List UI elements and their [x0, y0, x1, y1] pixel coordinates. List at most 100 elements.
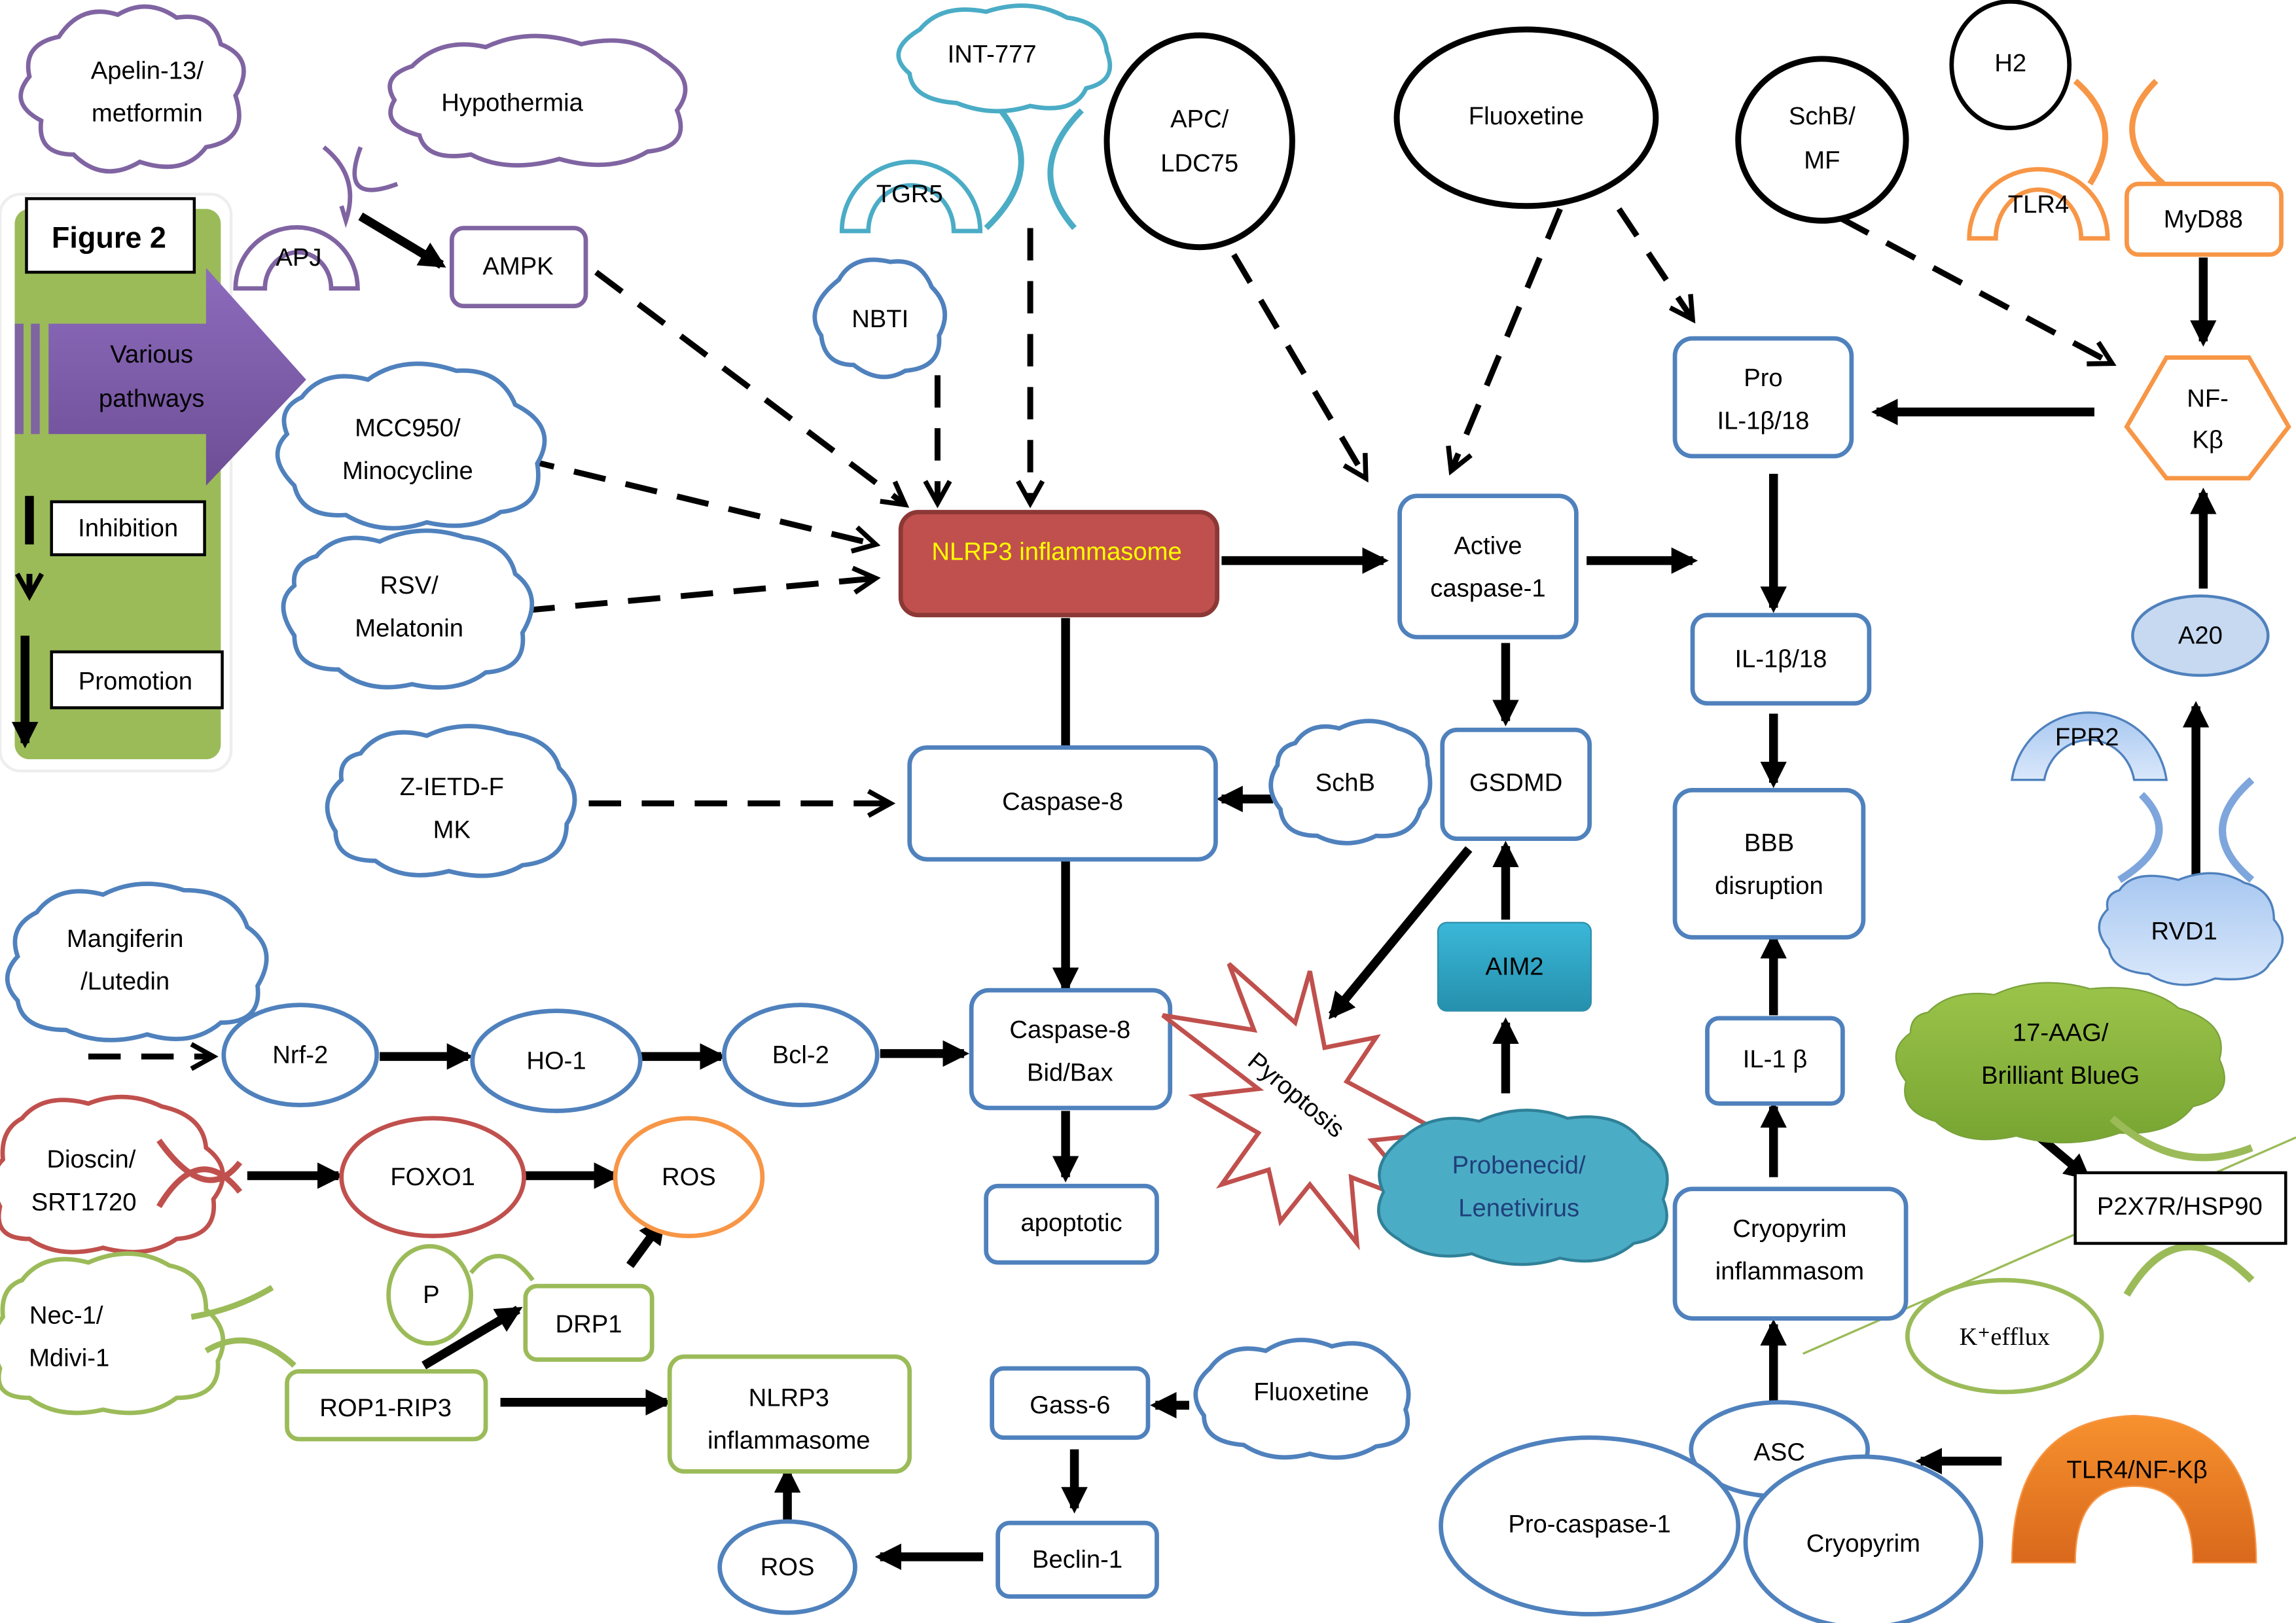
- node-apc: APC/ LDC75: [1103, 32, 1295, 251]
- svg-text:Cryopyrim: Cryopyrim: [1806, 1529, 1920, 1558]
- node-pro-il1b18: Pro IL-1β/18: [1672, 336, 1854, 459]
- svg-text:IL-1β/18: IL-1β/18: [1717, 406, 1809, 435]
- node-kefflux: K⁺efflux: [1905, 1277, 2104, 1395]
- svg-text:Pro: Pro: [1744, 364, 1782, 392]
- svg-text:MyD88: MyD88: [2164, 205, 2243, 233]
- svg-text:TLR4/NF-Kβ: TLR4/NF-Kβ: [2067, 1456, 2208, 1484]
- svg-text:SchB/: SchB/: [1789, 102, 1856, 130]
- node-apoptotic: apoptotic: [984, 1183, 1159, 1265]
- node-nfkb: NF- Kβ: [2124, 355, 2291, 481]
- svg-text:apoptotic: apoptotic: [1020, 1209, 1122, 1237]
- svg-text:caspase-1: caspase-1: [1430, 575, 1545, 603]
- legend-pathways-line2: pathways: [99, 385, 204, 413]
- edge-rop1-drp1: [422, 1306, 523, 1370]
- svg-text:SRT1720: SRT1720: [31, 1188, 137, 1216]
- curved-arrow-int777: [984, 108, 1084, 230]
- node-gsdmd: GSDMD: [1440, 727, 1592, 841]
- figure-title-box: [25, 197, 196, 274]
- node-myd88: MyD88: [2125, 181, 2284, 257]
- node-pro-caspase-1: Pro-caspase-1: [1439, 1435, 1741, 1616]
- svg-text:NBTI: NBTI: [852, 305, 908, 333]
- node-bbb: BBB disruption: [1672, 788, 1866, 940]
- svg-text:GSDMD: GSDMD: [1469, 768, 1562, 796]
- svg-text:/Lutedin: /Lutedin: [81, 967, 170, 995]
- svg-text:NLRP3: NLRP3: [749, 1383, 829, 1412]
- svg-text:IL-1 β: IL-1 β: [1743, 1045, 1807, 1073]
- node-int777: INT-777: [896, 3, 1113, 114]
- svg-text:Brilliant BlueG: Brilliant BlueG: [1981, 1061, 2140, 1090]
- node-nec1: Nec-1/ Mdivi-1: [0, 1251, 226, 1416]
- svg-text:IL-1β/18: IL-1β/18: [1734, 645, 1827, 673]
- node-ros-orange: ROS: [613, 1116, 765, 1239]
- node-ampk: AMPK: [449, 226, 588, 309]
- svg-text:Pro-caspase-1: Pro-caspase-1: [1508, 1510, 1671, 1539]
- svg-text:ROP1-RIP3: ROP1-RIP3: [319, 1394, 452, 1422]
- node-caspase-8: Caspase-8: [907, 745, 1218, 862]
- svg-text:Fluoxetine: Fluoxetine: [1253, 1378, 1369, 1406]
- node-beclin1: Beclin-1: [996, 1520, 1159, 1599]
- svg-text:DRP1: DRP1: [556, 1310, 622, 1338]
- edge-apc-casp1: [1204, 207, 1366, 478]
- legend-pathways-line1: Various: [110, 340, 193, 368]
- svg-text:P: P: [423, 1281, 440, 1309]
- node-schb: SchB: [1268, 719, 1433, 846]
- svg-text:NF-: NF-: [2187, 385, 2229, 413]
- node-fluoxetine-bottom: Fluoxetine: [1193, 1338, 1411, 1460]
- svg-text:BBB: BBB: [1744, 829, 1794, 857]
- node-nlrp3-inflammasome: NLRP3 inflammasome: [898, 510, 1220, 618]
- svg-text:RSV/: RSV/: [380, 571, 439, 599]
- node-p: P: [386, 1244, 473, 1346]
- legend-panel: Figure 2 Various pathways Inhibition Pro…: [0, 192, 306, 773]
- svg-text:APJ: APJ: [276, 243, 321, 272]
- svg-text:NLRP3 inflammasome: NLRP3 inflammasome: [931, 537, 1181, 565]
- svg-text:K⁺efflux: K⁺efflux: [1960, 1323, 2050, 1351]
- svg-text:ROS: ROS: [761, 1553, 815, 1581]
- svg-text:MF: MF: [1804, 146, 1840, 174]
- svg-text:AIM2: AIM2: [1485, 953, 1543, 981]
- svg-text:Lenetivirus: Lenetivirus: [1458, 1194, 1579, 1222]
- node-dioscin: Dioscin/ SRT1720: [0, 1094, 225, 1255]
- svg-text:SchB: SchB: [1316, 768, 1375, 796]
- svg-text:Hypothermia: Hypothermia: [441, 89, 583, 117]
- node-mcc950: MCC950/ Minocycline: [275, 361, 547, 531]
- curved-arrow-apelin-apj: [322, 145, 399, 228]
- node-gass6: Gass-6: [990, 1366, 1151, 1440]
- svg-text:APC/: APC/: [1170, 105, 1229, 133]
- curved-arrow-nec1: [190, 1285, 296, 1368]
- svg-text:MCC950/: MCC950/: [355, 414, 461, 442]
- svg-text:Dioscin/: Dioscin/: [46, 1145, 135, 1173]
- svg-text:HO-1: HO-1: [526, 1046, 586, 1075]
- svg-text:Bcl-2: Bcl-2: [772, 1041, 829, 1069]
- node-active-caspase-1: Active caspase-1: [1397, 493, 1579, 639]
- node-aim2: AIM2: [1437, 921, 1592, 1012]
- node-tgr5: TGR5: [839, 160, 983, 234]
- svg-text:TGR5: TGR5: [876, 180, 943, 208]
- svg-text:H2: H2: [1994, 49, 2026, 77]
- svg-text:AMPK: AMPK: [482, 252, 554, 280]
- svg-text:Gass-6: Gass-6: [1030, 1391, 1110, 1419]
- svg-text:Fluoxetine: Fluoxetine: [1469, 102, 1584, 130]
- edge-gsdmd-pyroptosis: [1328, 846, 1473, 1020]
- node-mangiferin: Mangiferin /Lutedin: [5, 882, 269, 1043]
- edge-rsv-nlrp3: [522, 579, 876, 614]
- node-rop1-rip3: ROP1-RIP3: [285, 1369, 488, 1442]
- svg-text:FOXO1: FOXO1: [390, 1163, 475, 1191]
- node-il1b18: IL-1β/18: [1690, 613, 1872, 706]
- svg-text:P2X7R/HSP90: P2X7R/HSP90: [2097, 1192, 2263, 1221]
- node-drp1: DRP1: [523, 1283, 655, 1362]
- figure-title: Figure 2: [52, 221, 166, 254]
- node-ros-blue: ROS: [717, 1519, 857, 1615]
- svg-text:Cryopyrim: Cryopyrim: [1732, 1215, 1846, 1243]
- svg-text:ROS: ROS: [662, 1163, 716, 1191]
- svg-text:FPR2: FPR2: [2055, 723, 2119, 751]
- svg-text:inflammasome: inflammasome: [708, 1427, 870, 1455]
- svg-text:Nrf-2: Nrf-2: [272, 1041, 328, 1069]
- node-cryopyrim: Cryopyrim: [1743, 1454, 1984, 1623]
- svg-text:metformin: metformin: [92, 99, 203, 127]
- node-fluoxetine-top: Fluoxetine: [1393, 26, 1659, 209]
- node-zietd: Z-IETD-F MK: [325, 724, 577, 878]
- edge-fluox-casp1: [1451, 207, 1563, 471]
- node-p2x7r: P2X7R/HSP90: [2073, 1171, 2287, 1245]
- node-tlr4: TLR4: [1967, 167, 2110, 241]
